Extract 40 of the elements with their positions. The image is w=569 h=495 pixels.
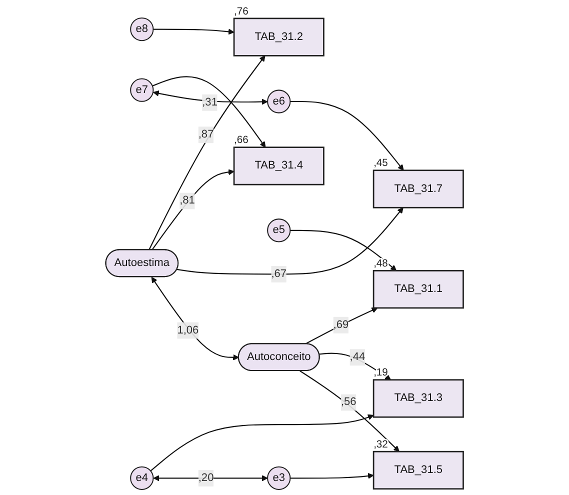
node-circle: e4 (130, 466, 154, 490)
node-box: TAB_31.4 (233, 146, 324, 186)
arrow (151, 276, 240, 360)
node-circle: e5 (267, 218, 291, 242)
arrow (290, 100, 404, 171)
node-box: TAB_31.7 (372, 170, 464, 208)
arrow (290, 230, 397, 271)
node-box: TAB_31.2 (233, 18, 324, 56)
squared-correlation-label: ,32 (374, 439, 388, 450)
arrow (153, 475, 268, 482)
node-box: TAB_31.5 (372, 450, 464, 490)
edge-label: ,56 (340, 396, 356, 408)
node-circle: e3 (267, 466, 291, 490)
arrow (300, 370, 400, 452)
edge-label: ,31 (202, 96, 218, 108)
arrow (153, 90, 268, 105)
edge-label: ,87 (198, 128, 214, 140)
node-circle: e8 (130, 17, 154, 42)
arrow (176, 207, 404, 275)
arrow (305, 307, 378, 344)
edge-label: ,69 (333, 318, 349, 331)
arrow (152, 76, 266, 148)
node-box: TAB_31.3 (372, 379, 464, 418)
squared-correlation-label: ,45 (374, 158, 388, 170)
edge-label: ,67 (271, 268, 287, 280)
arrow (152, 169, 234, 250)
node-circle: e7 (130, 78, 154, 102)
node-circle: e6 (267, 90, 291, 114)
arrow (148, 55, 266, 250)
squared-correlation-label: ,66 (234, 135, 248, 146)
squared-correlation-label: ,76 (234, 6, 248, 18)
edge-label: 1,06 (177, 324, 199, 336)
edge-label: ,44 (350, 351, 366, 363)
edge-label: ,20 (198, 472, 214, 484)
arrow (290, 472, 374, 479)
edge-label: ,81 (180, 194, 195, 207)
squared-correlation-label: ,48 (374, 258, 388, 270)
arrow (153, 28, 234, 35)
node-box: TAB_31.1 (372, 270, 464, 309)
arrow (150, 414, 374, 472)
